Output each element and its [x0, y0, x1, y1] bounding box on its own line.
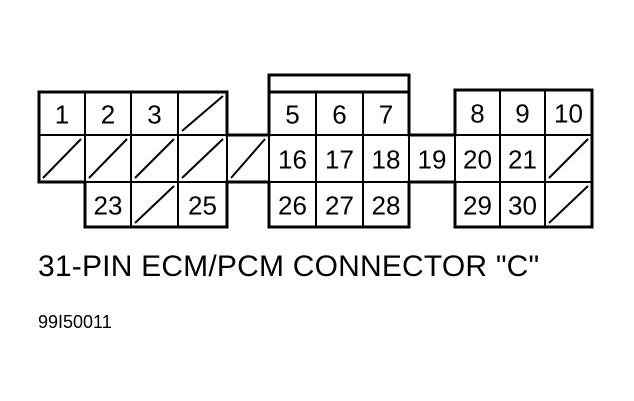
figure-code: 99I50011	[38, 312, 112, 332]
pin-cell-21: 21	[499, 134, 546, 183]
unused-pin-slash	[134, 185, 175, 224]
unused-pin-slash	[230, 138, 266, 179]
pin-number: 6	[332, 100, 346, 130]
pin-number: 17	[325, 145, 354, 175]
pin-number: 27	[325, 191, 354, 221]
unused-pin-cell	[544, 134, 593, 183]
pin-cell-19: 19	[408, 134, 456, 183]
pin-cell-16: 16	[268, 134, 317, 183]
pin-number: 3	[147, 100, 161, 130]
pin-number: 5	[285, 100, 299, 130]
pin-cell-18: 18	[362, 134, 410, 183]
pin-number: 7	[379, 100, 393, 130]
unused-pin-cell	[544, 181, 593, 228]
unused-pin-cell	[38, 134, 86, 183]
unused-pin-cell	[130, 134, 179, 183]
pin-cell-23: 23	[84, 181, 132, 228]
pin-number: 29	[463, 191, 492, 221]
pin-number: 21	[508, 145, 537, 175]
pin-number: 9	[515, 99, 529, 129]
unused-pin-cell	[130, 181, 179, 228]
pin-cell-27: 27	[315, 181, 364, 228]
pin-cell-6: 6	[315, 91, 364, 136]
pin-number: 16	[278, 145, 307, 175]
pin-cell-border	[362, 181, 410, 228]
pin-cell-20: 20	[454, 134, 501, 183]
pin-cell-25: 25	[177, 181, 228, 228]
pin-cell-28: 28	[362, 181, 410, 228]
pin-cell-1: 1	[38, 91, 86, 136]
pin-number: 19	[418, 145, 447, 175]
pin-cell-7: 7	[362, 91, 410, 136]
pin-number: 1	[55, 100, 69, 130]
pin-number: 25	[188, 191, 217, 221]
pin-cell-2: 2	[84, 91, 132, 136]
unused-pin-cell	[177, 91, 228, 136]
pin-cell-8: 8	[454, 89, 501, 136]
pin-number: 10	[554, 99, 583, 129]
pin-number: 18	[372, 145, 401, 175]
pin-cell-3: 3	[130, 91, 179, 136]
unused-pin-slash	[548, 138, 589, 179]
pin-cell-29: 29	[454, 181, 501, 228]
pin-number: 23	[94, 191, 123, 221]
unused-pin-slash	[181, 138, 224, 179]
pin-cell-9: 9	[499, 89, 546, 136]
pin-cell-border	[544, 181, 593, 228]
pin-number: 30	[508, 191, 537, 221]
pin-number: 28	[372, 191, 401, 221]
unused-pin-slash	[88, 138, 128, 179]
pin-number: 8	[470, 99, 484, 129]
pin-number: 2	[101, 100, 115, 130]
unused-pin-cell	[226, 134, 270, 183]
pin-cell-border	[177, 181, 228, 228]
unused-pin-slash	[134, 138, 175, 179]
unused-pin-slash	[42, 138, 82, 179]
pin-cell-26: 26	[268, 181, 317, 228]
pin-cell-17: 17	[315, 134, 364, 183]
unused-pin-cell	[84, 134, 132, 183]
pin-number: 20	[463, 145, 492, 175]
pin-cell-5: 5	[268, 91, 317, 136]
unused-pin-slash	[548, 185, 589, 224]
unused-pin-slash	[181, 95, 224, 132]
connector-title: 31-PIN ECM/PCM CONNECTOR "C"	[38, 250, 540, 283]
pin-cell-10: 10	[544, 89, 593, 136]
pin-number: 26	[278, 191, 307, 221]
unused-pin-cell	[177, 134, 228, 183]
pin-cell-30: 30	[499, 181, 546, 228]
